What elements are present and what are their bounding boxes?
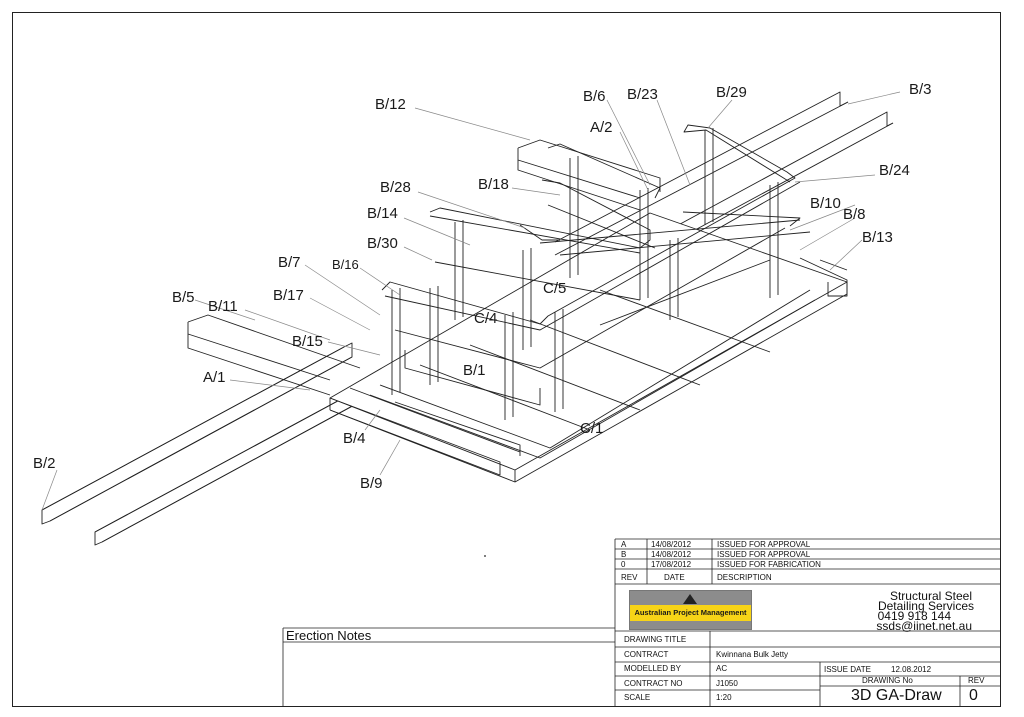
scale-value: 1:20 [716, 693, 732, 702]
callout-b18: B/18 [478, 176, 509, 193]
callout-b12: B/12 [375, 96, 406, 113]
rev-row-3-description: ISSUED FOR FABRICATION [717, 560, 821, 569]
company-email: ssds@iinet.net.au [876, 619, 972, 633]
callout-c1: C/1 [580, 420, 604, 437]
steel-assembly-drawing [41, 91, 894, 546]
callout-b8: B/8 [843, 206, 866, 223]
rev-value: 0 [969, 687, 978, 704]
callout-b14: B/14 [367, 205, 398, 222]
callout-b10: B/10 [810, 195, 841, 212]
callout-b3: B/3 [909, 81, 932, 98]
company-logo: Australian Project Management [629, 590, 752, 630]
issue-date-value: 12.08.2012 [891, 665, 932, 674]
callout-c5: C/5 [543, 280, 567, 297]
scale-label: SCALE [624, 693, 651, 702]
drawing-no-label: DRAWING No [862, 676, 913, 685]
drawing-title-label: DRAWING TITLE [624, 635, 687, 644]
contract-no-value: J1050 [716, 679, 738, 688]
callout-b23: B/23 [627, 86, 658, 103]
contract-value: Kwinnana Bulk Jetty [716, 650, 789, 659]
logo-triangle-icon [683, 594, 697, 604]
rev-row-2-rev: B [621, 550, 627, 559]
callout-b24: B/24 [879, 162, 910, 179]
rev-header-date: DATE [664, 573, 685, 582]
erection-notes-title: Erection Notes [286, 628, 372, 643]
callout-b13: B/13 [862, 229, 893, 246]
callout-b9: B/9 [360, 475, 383, 492]
callout-b5: B/5 [172, 289, 195, 306]
rev-row-2-date: 14/08/2012 [651, 550, 692, 559]
company-phone: 0419 918 144 [877, 609, 951, 623]
rev-row-2-description: ISSUED FOR APPROVAL [717, 550, 811, 559]
callout-b29: B/29 [716, 84, 747, 101]
callout-leaders [41, 91, 901, 511]
callout-b11: B/11 [208, 298, 238, 315]
callout-a1: A/1 [203, 369, 226, 386]
modelled-by-label: MODELLED BY [624, 664, 681, 673]
callout-b30: B/30 [367, 235, 398, 252]
rev-row-1-description: ISSUED FOR APPROVAL [717, 540, 811, 549]
callout-b15: B/15 [292, 333, 323, 350]
contract-label: CONTRACT [624, 650, 669, 659]
rev-row-3-date: 17/08/2012 [651, 560, 692, 569]
callout-c4: C/4 [474, 310, 498, 327]
company-name-line1: Structural Steel [889, 589, 972, 603]
rev-header-rev: REV [621, 573, 638, 582]
rev-label: REV [968, 676, 985, 685]
modelled-by-value: AC [716, 664, 728, 673]
callout-b1: B/1 [463, 362, 486, 379]
callout-b16: B/16 [332, 257, 359, 272]
issue-date-label: ISSUE DATE [824, 665, 871, 674]
company-name-line2: Detailing Services [877, 599, 974, 613]
callout-a2: A/2 [590, 119, 613, 136]
callout-b28: B/28 [380, 179, 411, 196]
drawing-no-value: 3D GA-Draw [851, 687, 942, 704]
sheet-border [12, 12, 1001, 707]
rev-row-1-date: 14/08/2012 [651, 540, 692, 549]
callout-b6: B/6 [583, 88, 606, 105]
title-block-grid [282, 538, 1000, 706]
rev-header-description: DESCRIPTION [717, 573, 772, 582]
callout-b4: B/4 [343, 430, 366, 447]
callout-b17: B/17 [273, 287, 304, 304]
callout-b7: B/7 [278, 254, 301, 271]
contract-no-label: CONTRACT NO [624, 679, 683, 688]
rev-row-1-rev: A [621, 540, 627, 549]
callout-b2: B/2 [33, 455, 56, 472]
logo-text: Australian Project Management [634, 608, 747, 617]
rev-row-3-rev: 0 [621, 560, 626, 569]
